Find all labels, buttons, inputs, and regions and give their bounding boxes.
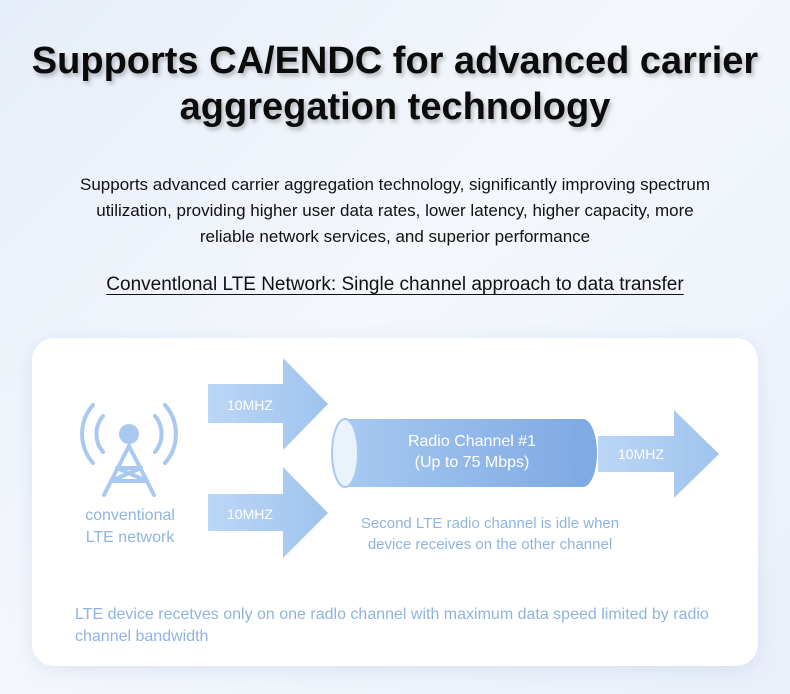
description: Supports advanced carrier aggregation te… (80, 175, 710, 246)
section-subheading: Conventlonal LTE Network: Single channel… (0, 274, 790, 296)
tower-label: conventional LTE network (60, 505, 200, 549)
tower-label-line1: conventional (85, 507, 175, 524)
diagram-card (32, 338, 758, 666)
arrow-right-label: 10MHZ (618, 446, 664, 462)
tower-label-line2: LTE network (85, 529, 175, 546)
arrow-bottom (208, 467, 328, 558)
radio-channel-title: Radio Channel #1 (407, 433, 537, 450)
radio-channel-label: Radio Channel #1 (Up to 75 Mbps) (372, 431, 572, 473)
radio-channel-pipe (331, 418, 597, 488)
cell-tower-icon (80, 403, 178, 497)
idle-note-line1: Second LTE radio channel is idle when (360, 515, 620, 532)
page-title: Supports CA/ENDC for advanced carrier ag… (31, 40, 759, 128)
idle-note-line2: device receives on the other channel (367, 536, 613, 553)
idle-channel-note: Second LTE radio channel is idle when de… (320, 513, 660, 555)
arrow-top (208, 358, 328, 450)
radio-channel-speed: (Up to 75 Mbps) (414, 454, 530, 471)
diagram-footnote: LTE device recetves only on one radlo ch… (75, 606, 709, 645)
arrow-right (598, 410, 719, 498)
arrow-bottom-label: 10MHZ (227, 506, 273, 522)
arrow-top-label: 10MHZ (227, 397, 273, 413)
subheading-text: Conventlonal LTE Network: Single channel… (106, 274, 684, 295)
